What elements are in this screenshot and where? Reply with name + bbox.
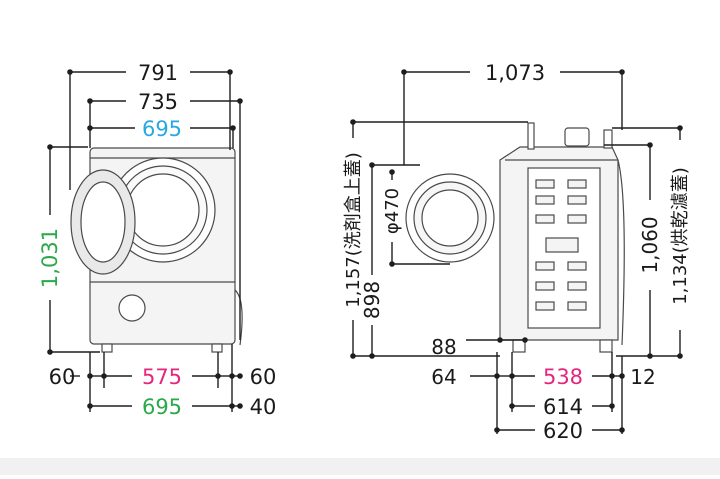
side-depth-feet: 614 bbox=[543, 395, 583, 419]
side-foot-span: 538 bbox=[543, 365, 583, 389]
front-body-width: 695 bbox=[142, 117, 182, 141]
side-foot-offset: 88 bbox=[431, 335, 456, 359]
side-front-offset: 64 bbox=[431, 365, 456, 389]
side-machine-outline bbox=[499, 122, 625, 353]
front-base-width: 695 bbox=[142, 395, 182, 419]
side-height-detergent-lid: 1,157(洗剤盒上蓋) bbox=[343, 152, 364, 308]
side-view: 1,073 1,157(洗剤盒上蓋) 898 φ470 1,060 1,134(… bbox=[343, 61, 691, 443]
front-foot-span: 575 bbox=[142, 365, 182, 389]
front-overall-width: 791 bbox=[138, 61, 178, 85]
side-door-center-height: 898 bbox=[360, 281, 384, 319]
front-width-with-door: 735 bbox=[138, 90, 178, 114]
footer-strip bbox=[0, 458, 720, 475]
side-overall-depth: 1,073 bbox=[485, 61, 545, 85]
front-view: 791 735 695 1,031 60 575 60 695 40 bbox=[38, 61, 276, 419]
front-base-right-gap: 40 bbox=[250, 395, 277, 419]
front-height: 1,031 bbox=[38, 228, 62, 288]
side-rear-gap: 12 bbox=[630, 365, 655, 389]
front-machine-outline bbox=[70, 147, 243, 353]
side-height-dryer-lid: 1,134(烘乾濾蓋) bbox=[670, 167, 691, 305]
front-right-gap: 60 bbox=[250, 365, 277, 389]
side-height-body: 1,060 bbox=[638, 216, 662, 273]
front-dimension-lines bbox=[47, 69, 243, 412]
side-dimension-lines bbox=[350, 69, 683, 434]
side-door-diameter: φ470 bbox=[382, 188, 403, 234]
side-depth-total: 620 bbox=[543, 419, 583, 443]
front-left-gap: 60 bbox=[49, 365, 76, 389]
side-door-porthole bbox=[405, 173, 495, 263]
